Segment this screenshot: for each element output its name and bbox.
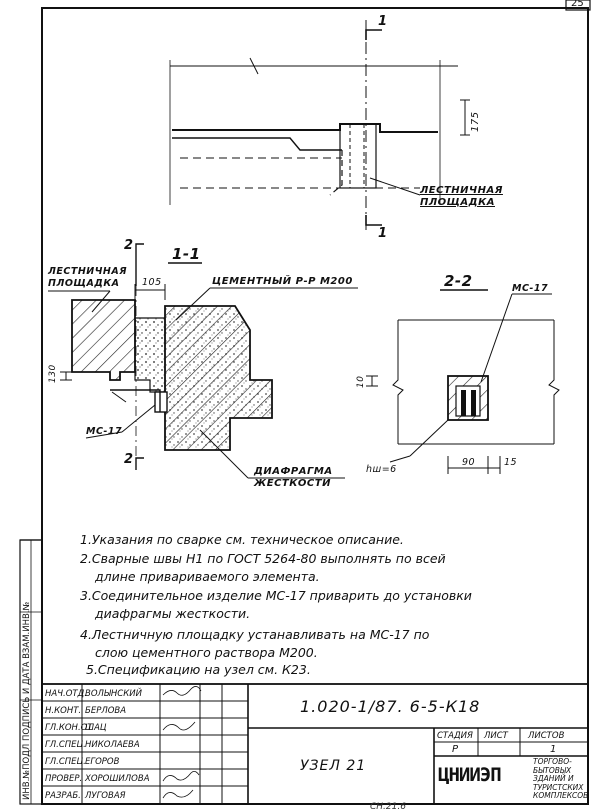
role-row-4: ГЛ.СПЕЦ.	[45, 757, 86, 767]
role-row-2: ГЛ.КОН.ОТ	[45, 723, 93, 733]
stage-value: Р	[452, 744, 459, 755]
name-row-6: ЛУГОВАЯ	[85, 791, 126, 801]
role-label: НАЧ.ОТД.	[45, 689, 87, 699]
sheet-number: 25	[571, 0, 584, 9]
dimension-105: 105	[142, 277, 162, 288]
footer-scribble: СН.21.6	[370, 802, 406, 812]
section-title-2-2: 2-2	[444, 272, 473, 290]
weld-size: hш=6	[366, 464, 397, 475]
cut-mark-1-top: 1	[378, 14, 388, 29]
cut-mark-1-bottom: 1	[378, 226, 388, 241]
label-diaphragm: ДИАФРАГМА ЖЕСТКОСТИ	[254, 466, 333, 489]
sheets-header: ЛИСТОВ	[528, 731, 565, 741]
drawing-title: УЗЕЛ 21	[300, 758, 367, 774]
name-row-0: ВОЛЫНСКИЙ	[85, 689, 142, 699]
section-1-1	[48, 243, 358, 479]
stage-header: СТАДИЯ	[437, 731, 473, 741]
dimension-130: 130	[48, 364, 58, 383]
label-mc17-right: МС-17	[512, 283, 549, 294]
dimension-10: 10	[356, 375, 366, 388]
plan-view	[169, 20, 470, 230]
note-line: диафрагмы жесткости.	[95, 606, 251, 621]
name-row-3: НИКОЛАЕВА	[85, 740, 140, 750]
note-line: 3.Соединительное изделие МС-17 приварить…	[80, 588, 472, 603]
note-line: слою цементного раствора М200.	[95, 645, 318, 660]
note-line: 5.Спецификацию на узел см. К23.	[86, 662, 311, 677]
name-row-2: ШАЦ	[85, 723, 107, 733]
name-row-5: ХОРОШИЛОВА	[85, 774, 150, 784]
org-name: ЦНИИЭП	[438, 764, 502, 786]
sheets-value: 1	[550, 744, 557, 755]
doc-code: 1.020-1/87. 6-5-К18	[300, 697, 481, 716]
label-cement-mortar: ЦЕМЕНТНЫЙ Р-Р М200	[212, 276, 353, 287]
side-stamp: ИНВ.№ПОДЛ ПОДПИСЬ И ДАТА ВЗАМ.ИНВ.№	[22, 601, 32, 800]
section-title-1-1: 1-1	[172, 245, 201, 263]
role-row-1: Н.КОНТ.	[45, 706, 82, 716]
cut-mark-2-top: 2	[124, 238, 134, 253]
dimension-15: 15	[504, 457, 518, 468]
note-line: 4.Лестничную площадку устанавливать на М…	[80, 627, 430, 642]
dimension-90: 90	[462, 457, 476, 468]
name-row-4: ЕГОРОВ	[85, 757, 120, 767]
role-row-5: ПРОВЕР.	[45, 774, 83, 784]
section-2-2	[366, 289, 560, 474]
name-row-1: БЕРЛОВА	[85, 706, 127, 716]
dimension-175: 175	[470, 111, 481, 132]
org-description: ТОРГОВО- БЫТОВЫХ ЗДАНИЙ И ТУРИСТСКИХ КОМ…	[533, 757, 589, 800]
sheet-header: ЛИСТ	[484, 731, 508, 741]
cut-mark-2-bottom: 2	[124, 452, 134, 467]
note-line: длине привариваемого элемента.	[95, 569, 320, 584]
note-line: 1.Указания по сварке см. техническое опи…	[80, 532, 404, 547]
role-row-0: НАЧ.ОТД.	[45, 689, 87, 699]
title-block-grid	[41, 683, 589, 805]
role-row-6: РАЗРАБ.	[45, 791, 81, 801]
note-line: 2.Сварные швы Н1 по ГОСТ 5264-80 выполня…	[80, 551, 446, 566]
label-stair-platform-top: ЛЕСТНИЧНАЯ ПЛОЩАДКА	[420, 185, 503, 208]
role-row-3: ГЛ.СПЕЦ.	[45, 740, 86, 750]
label-stair-platform-left: ЛЕСТНИЧНАЯ ПЛОЩАДКА	[48, 266, 128, 289]
label-mc17-left: МС-17	[86, 426, 123, 437]
